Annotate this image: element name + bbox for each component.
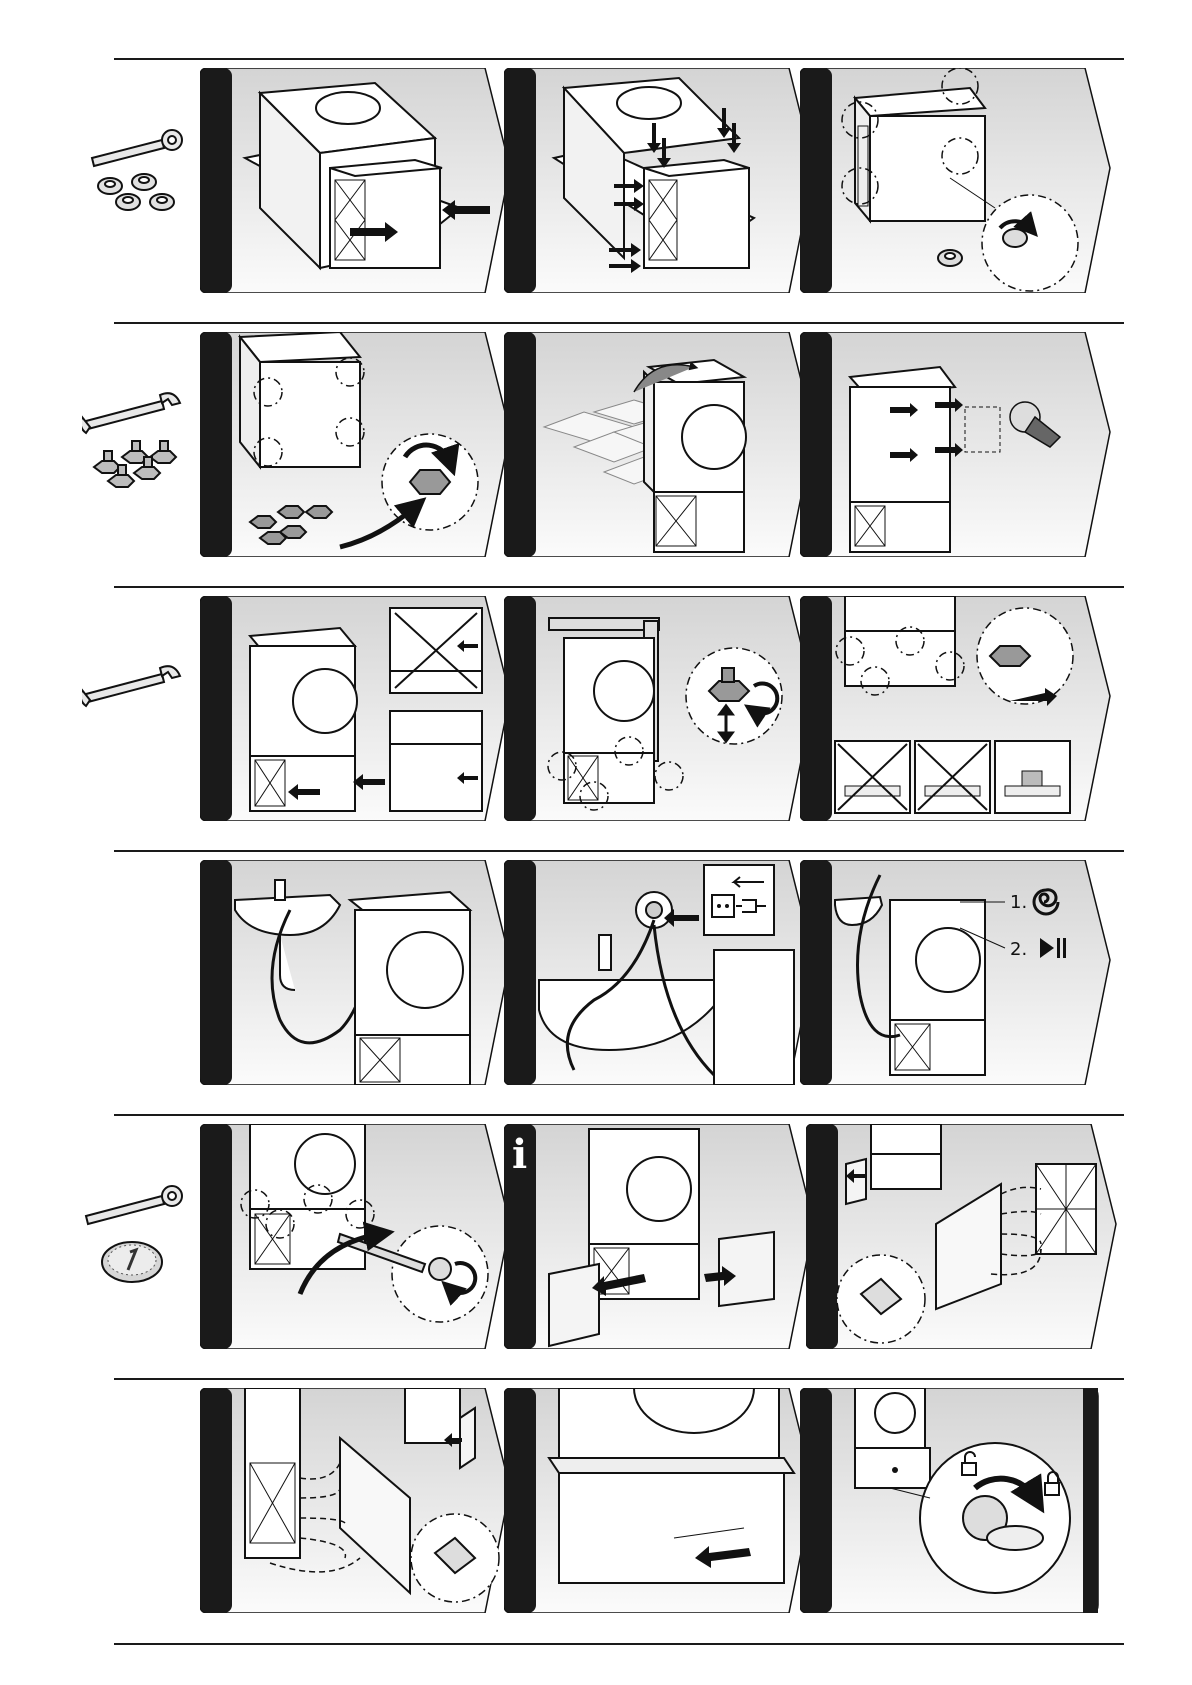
step-panel-r2c1 bbox=[200, 332, 520, 557]
tools-row2 bbox=[82, 385, 192, 495]
leveling-foot-icon bbox=[990, 646, 1030, 666]
step-panel-r6c3 bbox=[800, 1388, 1120, 1613]
section-divider bbox=[114, 1114, 1124, 1116]
step-panel-r2c2 bbox=[504, 332, 824, 557]
section-divider bbox=[114, 1378, 1124, 1380]
step-panel-r4c1 bbox=[200, 860, 520, 1085]
section-divider bbox=[114, 586, 1124, 588]
step-panel-r5c1 bbox=[200, 1124, 520, 1349]
section-divider bbox=[114, 850, 1124, 852]
socket-plug-icon bbox=[704, 865, 774, 935]
wrench-icon bbox=[92, 130, 182, 166]
step-panel-r1c2 bbox=[504, 68, 824, 293]
inset-right bbox=[995, 741, 1070, 813]
info-icon: i bbox=[512, 1131, 527, 1178]
step-panel-r3c1 bbox=[200, 596, 520, 821]
nut-icon bbox=[98, 174, 174, 210]
inset-wrong bbox=[390, 608, 482, 693]
step-label-2: 2. bbox=[1010, 939, 1027, 960]
dryer-illustration bbox=[350, 892, 470, 1085]
inset-right bbox=[390, 711, 482, 811]
step-panel-r6c1 bbox=[200, 1388, 520, 1613]
tools-row5 bbox=[82, 1180, 192, 1290]
step-panel-r2c3 bbox=[800, 332, 1120, 557]
coin-icon bbox=[102, 1242, 162, 1282]
wrench-icon bbox=[86, 1186, 182, 1224]
step-panel-r3c2 bbox=[504, 596, 824, 821]
step-panel-r4c3: 1. 2. bbox=[800, 860, 1120, 1085]
step-panel-r6c2 bbox=[504, 1388, 824, 1613]
dryer-illustration bbox=[644, 360, 746, 552]
open-end-wrench-icon bbox=[82, 666, 180, 706]
open-end-wrench-icon bbox=[82, 393, 180, 433]
section-divider bbox=[114, 322, 1124, 324]
inset-wrong bbox=[915, 741, 990, 813]
tools-row3 bbox=[82, 640, 192, 750]
step-label-1: 1. bbox=[1010, 892, 1027, 913]
step-panel-r1c1 bbox=[200, 68, 520, 293]
tools-row1 bbox=[82, 120, 192, 230]
section-divider bbox=[114, 1643, 1124, 1645]
step-panel-r5c3 bbox=[806, 1124, 1126, 1349]
step-panel-r3c3 bbox=[800, 596, 1120, 821]
section-divider bbox=[114, 58, 1124, 60]
step-panel-r1c3 bbox=[800, 68, 1120, 293]
inset-wrong bbox=[835, 741, 910, 813]
leveling-foot-icon bbox=[94, 441, 176, 487]
step-panel-r4c2 bbox=[504, 860, 824, 1085]
step-panel-r5c2: i bbox=[504, 1124, 824, 1349]
